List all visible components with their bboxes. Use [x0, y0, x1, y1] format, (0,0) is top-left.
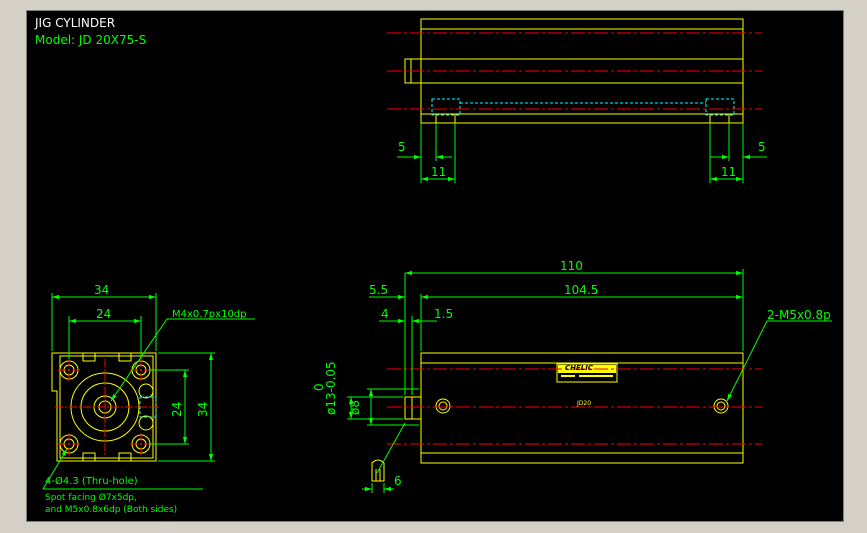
dim-text-side-step-1-5: 1.5 — [434, 307, 454, 321]
dim-text-side-total-110: 110 — [560, 259, 583, 273]
end-view-inner-outline — [59, 355, 154, 459]
dim-text-top-right-5: 5 — [758, 140, 766, 154]
dim-text-end-spacing-24-vert: 24 — [170, 401, 184, 417]
dim-text-side-body-104: 104.5 — [564, 283, 599, 297]
top-view — [387, 18, 767, 183]
dim-text-side-ext-5: 5.5 — [369, 283, 389, 297]
callout-mount-holes: 4-Ø4.3 (Thru-hole) — [45, 476, 138, 487]
side-view-label-mark — [561, 375, 575, 377]
side-view-port-right-inner — [716, 401, 726, 411]
end-view-slot — [82, 353, 96, 362]
dim-text-top-left-11: 11 — [431, 165, 447, 179]
end-view-slot — [118, 353, 132, 362]
side-view-label-plate — [556, 363, 618, 383]
drawing-model: Model: JD 20X75-S — [35, 33, 147, 47]
side-view-port-left — [435, 398, 451, 414]
side-view — [347, 269, 832, 493]
side-view-rod-detail — [371, 459, 385, 482]
leader-rod-thread — [110, 318, 255, 402]
side-view-port-right — [713, 398, 729, 414]
nameplate-model: JD20 — [577, 400, 592, 407]
dim-text-side-rod-flat-6: 6 — [394, 474, 402, 488]
dim-text-end-height-34: 34 — [196, 401, 210, 417]
drawing-canvas[interactable]: JIG CYLINDER Model: JD 20X75-S 5 11 5 11… — [26, 10, 844, 522]
dim-text-end-spacing-24: 24 — [96, 307, 112, 321]
side-view-label-mark — [579, 375, 613, 377]
nameplate-brand: CHELIC — [565, 364, 593, 372]
callout-rod-thread: M4x0.7px10dp — [172, 309, 247, 320]
dim-text-top-right-11: 11 — [721, 165, 737, 179]
leader-port-thread — [726, 320, 832, 402]
side-view-port-left-inner — [438, 401, 448, 411]
drawing-svg — [42, 18, 832, 493]
dim-text-side-port-thread: 2-M5x0.8p — [767, 308, 831, 322]
dim-text-side-flat-4: 4 — [381, 307, 389, 321]
dim-text-side-rod-dia: ø8 — [348, 400, 362, 415]
end-view — [42, 293, 255, 490]
end-view-port — [138, 383, 154, 399]
top-view-hidden-pocket — [705, 98, 735, 116]
side-view-label-band — [558, 365, 616, 373]
end-view-slot — [118, 452, 132, 461]
callout-spot-facing: Spot facing Ø7x5dp, — [45, 493, 137, 503]
end-view-body-outline — [51, 352, 157, 462]
drawing-title: JIG CYLINDER — [35, 16, 116, 30]
dim-text-side-bore: ø13-0.05 — [324, 361, 338, 415]
side-view-rod-end — [404, 396, 422, 420]
dim-text-top-left-5: 5 — [398, 140, 406, 154]
top-view-hidden-pocket — [431, 98, 461, 116]
end-view-port — [138, 415, 154, 431]
end-view-slot — [82, 452, 96, 461]
leader-holes — [42, 448, 68, 490]
side-view-leader — [376, 422, 406, 474]
callout-spot-thread: and M5x0.8x6dp (Both sides) — [45, 505, 178, 515]
dim-text-end-width-34: 34 — [94, 283, 110, 297]
